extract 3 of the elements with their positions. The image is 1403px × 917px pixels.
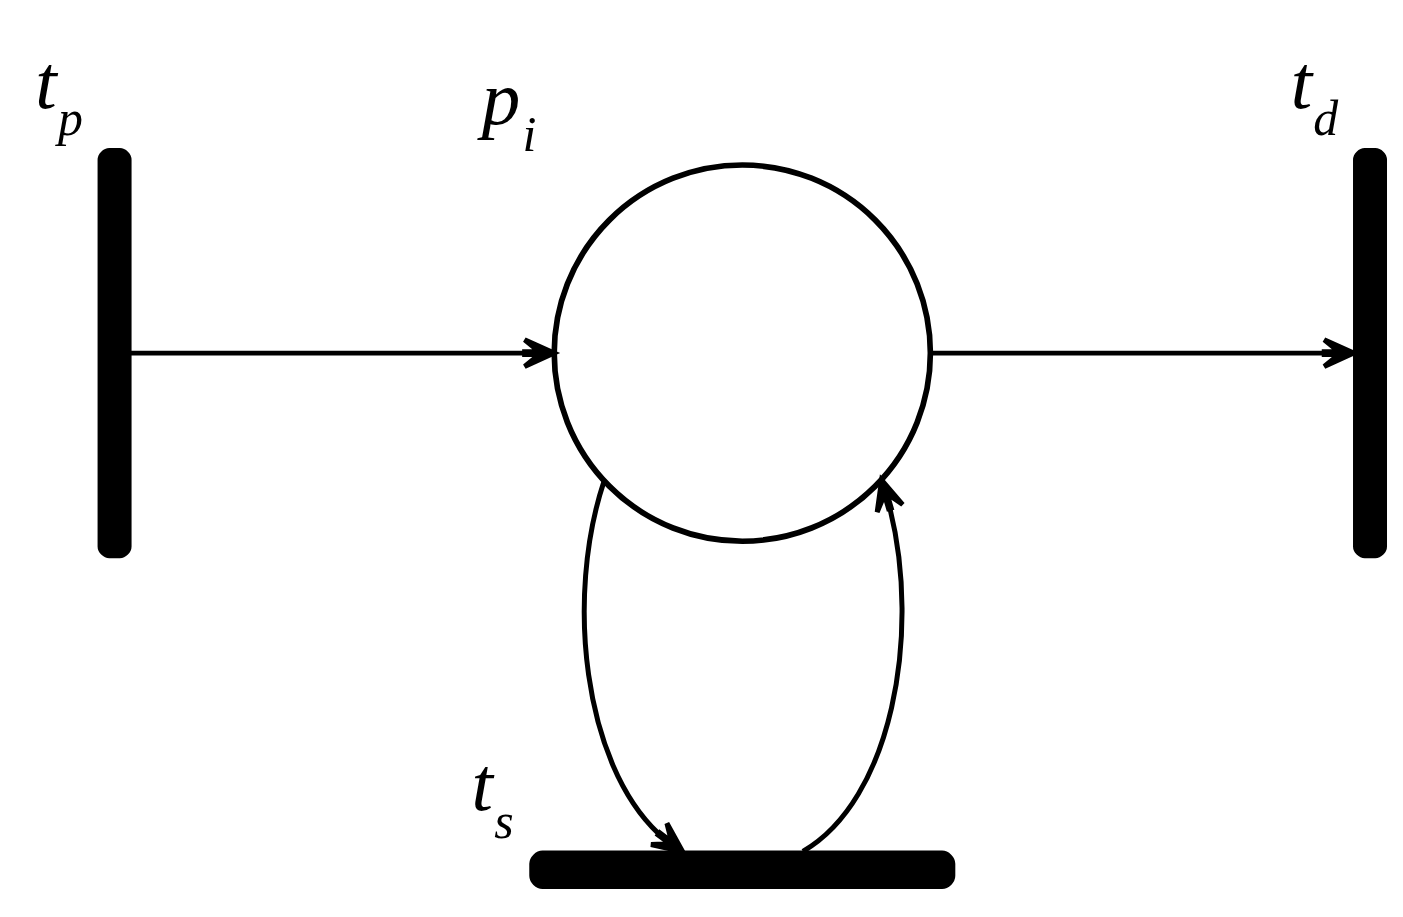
node-label: t$_{p}$ bbox=[35, 38, 83, 147]
node-label: t$_{s}$ bbox=[471, 741, 514, 849]
node-label: t$_{d}$ bbox=[1290, 38, 1339, 147]
